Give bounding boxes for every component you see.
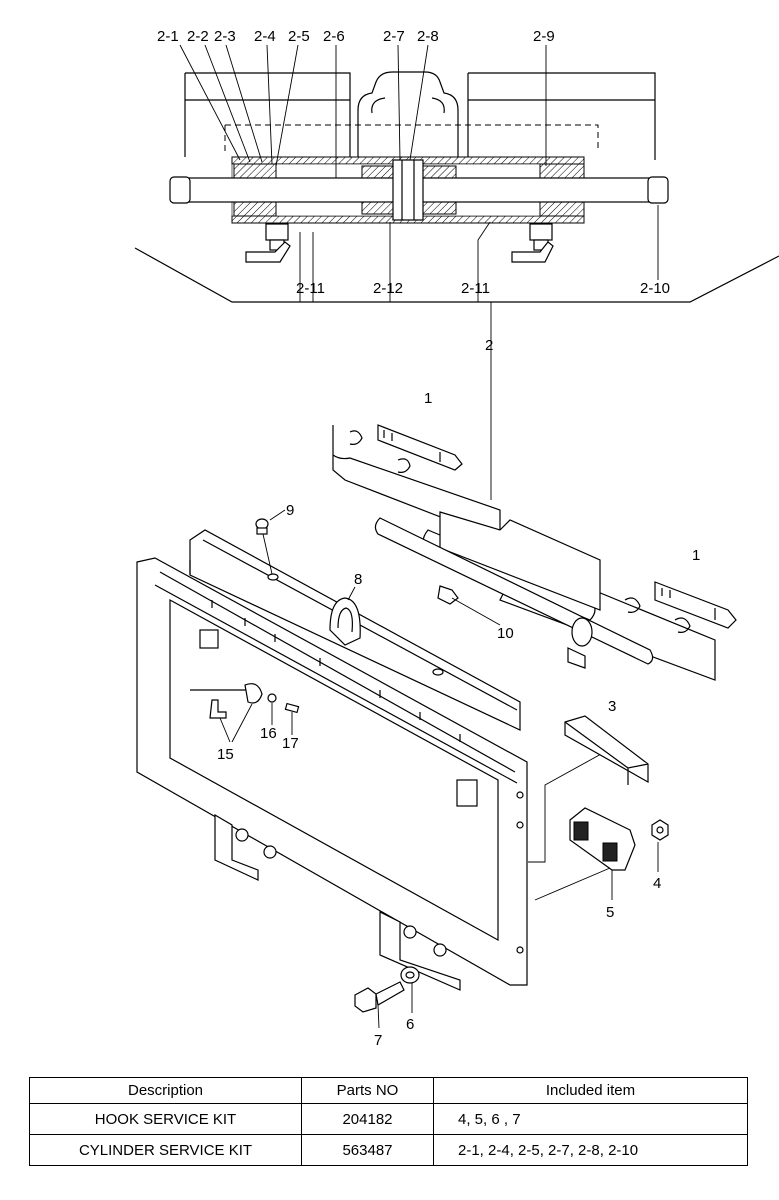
parts-table: Description Parts NO Included item HOOK … [29,1077,748,1166]
row-parts-no: 563487 [301,1134,434,1166]
callout-1-right: 1 [692,547,700,564]
lower-hook-5 [569,807,636,900]
callout-4: 4 [653,875,661,892]
callout-2-3: 2-3 [214,28,236,45]
callout-2-8: 2-8 [417,28,439,45]
callout-1-left: 1 [424,390,432,407]
callout-2-4: 2-4 [254,28,276,45]
callout-16: 16 [260,725,277,742]
callout-10: 10 [497,625,514,642]
cylinder-section-view [134,44,779,303]
table-row: HOOK SERVICE KIT 204182 4, 5, 6 , 7 [29,1103,748,1135]
callout-2: 2 [485,337,493,354]
callout-2-12: 2-12 [373,280,403,297]
header-parts-no: Parts NO [301,1077,434,1104]
callout-2-11-right: 2-11 [461,280,490,297]
callout-6: 6 [406,1016,414,1033]
table-row: CYLINDER SERVICE KIT 563487 2-1, 2-4, 2-… [29,1134,748,1166]
table-header-row: Description Parts NO Included item [29,1077,748,1104]
leader-8 [347,586,356,601]
callout-2-7: 2-7 [383,28,405,45]
bolt-17 [271,702,300,735]
header-included-item: Included item [433,1077,748,1104]
wear-pad-3-edge [564,721,649,785]
row-included-item: 2-1, 2-4, 2-5, 2-7, 2-8, 2-10 [433,1134,748,1166]
row-description: HOOK SERVICE KIT [29,1103,302,1135]
callout-2-1: 2-1 [157,28,179,45]
row-parts-no: 204182 [301,1103,434,1135]
callout-15: 15 [217,746,234,763]
exploded-parts-diagram: 2-1 2-2 2-3 2-4 2-5 2-6 2-7 2-8 2-9 2-10… [134,28,779,1049]
callout-labels: 2-1 2-2 2-3 2-4 2-5 2-6 2-7 2-8 2-9 2-10… [157,28,700,1049]
grease-fitting-9 [255,509,286,575]
callout-2-5: 2-5 [288,28,310,45]
nut-4 [651,819,669,872]
washer-16 [267,693,277,703]
callout-2-10: 2-10 [640,280,670,297]
sideshift-cylinder-assembly [332,424,737,681]
callout-2-11-left: 2-11 [296,280,325,297]
callout-3: 3 [608,698,616,715]
callout-2-9: 2-9 [533,28,555,45]
row-included-item: 4, 5, 6 , 7 [433,1103,748,1135]
callout-2-2: 2-2 [187,28,209,45]
callout-7: 7 [374,1032,382,1049]
header-description: Description [29,1077,302,1104]
bolt-7 [354,981,405,1029]
callout-17: 17 [282,735,299,752]
callout-2-6: 2-6 [323,28,345,45]
latch-part-15 [190,683,263,743]
callout-8: 8 [354,571,362,588]
row-description: CYLINDER SERVICE KIT [29,1134,302,1166]
washer-6 [400,966,420,1013]
callout-9: 9 [286,502,294,519]
callout-5: 5 [606,904,614,921]
